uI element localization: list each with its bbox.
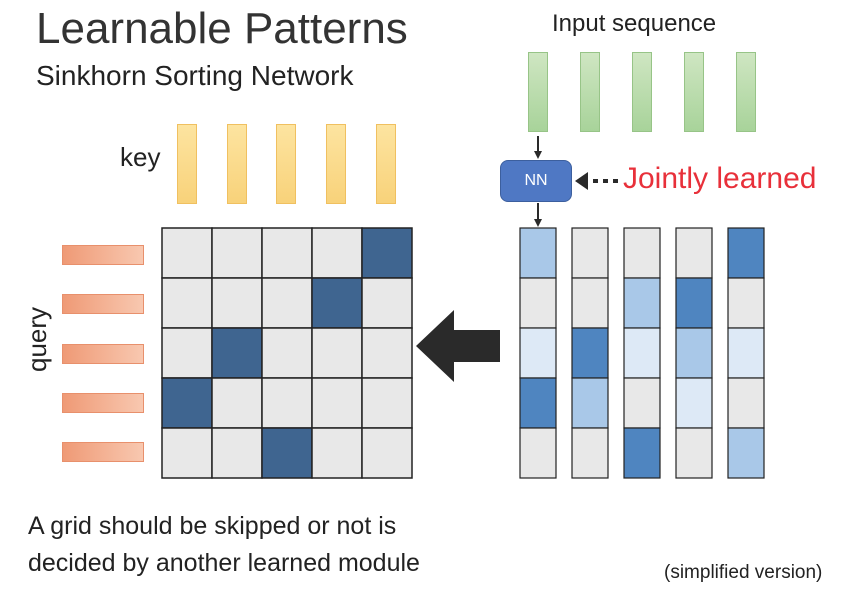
grid-cell-selected [361,227,413,279]
grid-cell [161,277,213,329]
score-cell [675,277,713,329]
key-bar [326,124,346,204]
grid-cell [311,327,363,379]
grid-cell [161,227,213,279]
score-cell [675,427,713,479]
slide-title: Learnable Patterns [36,4,408,53]
nn-label: NN [524,172,548,189]
score-cell [623,427,661,479]
grid-cell [361,327,413,379]
score-cell [727,227,765,279]
nn-box: NN [500,160,572,202]
grid-cell [261,377,313,429]
grid-cell [311,227,363,279]
score-cell [519,277,557,329]
score-cell [623,377,661,429]
key-bar [227,124,247,204]
grid-cell [261,327,313,379]
jointly-learned-arrowhead [575,172,588,190]
input-bar [632,52,652,132]
score-cell [571,327,609,379]
grid-cell [211,227,263,279]
query-bar [62,442,144,462]
score-cell [675,327,713,379]
grid-cell [361,377,413,429]
score-cell [519,327,557,379]
grid-cell [161,427,213,479]
score-cell [623,277,661,329]
score-columns [519,227,765,479]
input-bar [580,52,600,132]
score-cell [571,277,609,329]
input-bar [736,52,756,132]
grid-cell [361,427,413,479]
grid-cell [211,427,263,479]
grid-cell [211,377,263,429]
score-cell [571,427,609,479]
key-bar [177,124,197,204]
input-sequence-label: Input sequence [552,10,717,37]
input-bar [684,52,704,132]
score-cell [727,327,765,379]
score-cell [675,227,713,279]
key-bar [376,124,396,204]
jointly-learned-label: Jointly learned [623,162,817,195]
grid-cell [311,377,363,429]
score-cell [623,227,661,279]
score-cell [727,427,765,479]
slide-subtitle: Sinkhorn Sorting Network [36,60,354,91]
grid-cell [211,277,263,329]
grid-cell [361,277,413,329]
score-cell [675,377,713,429]
grid-cell-selected [211,327,263,379]
score-cell [727,377,765,429]
score-cell [571,227,609,279]
attention-grid [161,227,413,479]
caption-line: A grid should be skipped or not is [28,512,397,540]
score-cell [727,277,765,329]
score-cell [519,377,557,429]
grid-cell [161,327,213,379]
grid-cell-selected [161,377,213,429]
grid-cell-selected [311,277,363,329]
grid-cell [261,277,313,329]
big-left-arrow [416,310,500,382]
input-bar [528,52,548,132]
key-bar [276,124,296,204]
key-label: key [120,142,161,172]
grid-cell [261,227,313,279]
query-bar [62,294,144,314]
caption-line: decided by another learned module [28,549,420,577]
simplified-note: (simplified version) [664,562,823,583]
score-cell [571,377,609,429]
grid-cell [311,427,363,479]
query-bar [62,245,144,265]
grid-cell-selected [261,427,313,479]
query-bar [62,393,144,413]
query-bar [62,344,144,364]
caption: A grid should be skipped or not is decid… [28,508,420,582]
score-cell [623,327,661,379]
score-cell [519,427,557,479]
score-cell [519,227,557,279]
